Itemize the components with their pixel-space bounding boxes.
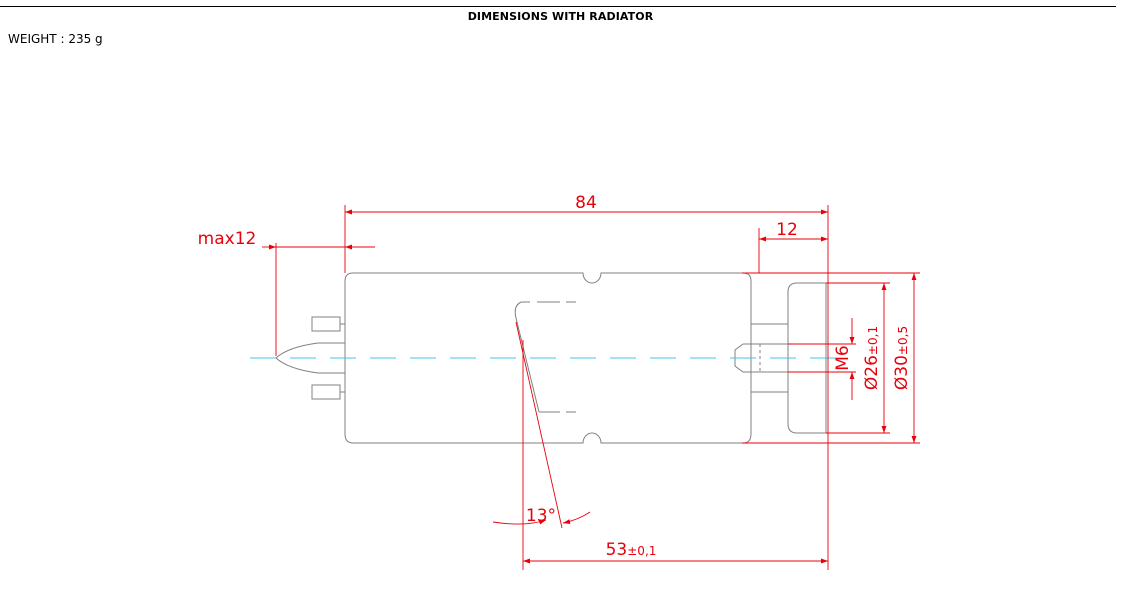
dim-length-53: 53±0,1 [606, 540, 657, 560]
weight-spec: WEIGHT : 235 g [8, 32, 103, 46]
threaded-stud [734, 323, 788, 393]
dim-thread: M6 [833, 345, 853, 370]
dimension-lines [262, 205, 920, 570]
end-disc [787, 282, 827, 434]
top-rule [0, 6, 1116, 7]
dim-diam-30-value: Ø30 [892, 355, 912, 390]
dim-diam-30: Ø30±0,5 [892, 326, 912, 390]
weight-label: WEIGHT : [8, 32, 65, 46]
dim-diam-26-tol: ±0,1 [866, 326, 880, 355]
dim-angle: 13° [526, 506, 556, 526]
dim-length-53-tol: ±0,1 [627, 544, 656, 558]
dim-diam-26: Ø26±0,1 [862, 326, 882, 390]
dim-length-53-value: 53 [606, 540, 628, 560]
dim-diam-30-tol: ±0,5 [896, 326, 910, 355]
page-title: DIMENSIONS WITH RADIATOR [467, 10, 654, 23]
inner-feature [514, 301, 576, 413]
weight-value: 235 g [68, 32, 103, 46]
dim-diam-26-value: Ø26 [862, 355, 882, 390]
dim-overall-length: 84 [575, 193, 597, 213]
dim-pin-max: max12 [198, 229, 257, 249]
dim-tail-length: 12 [776, 220, 798, 240]
